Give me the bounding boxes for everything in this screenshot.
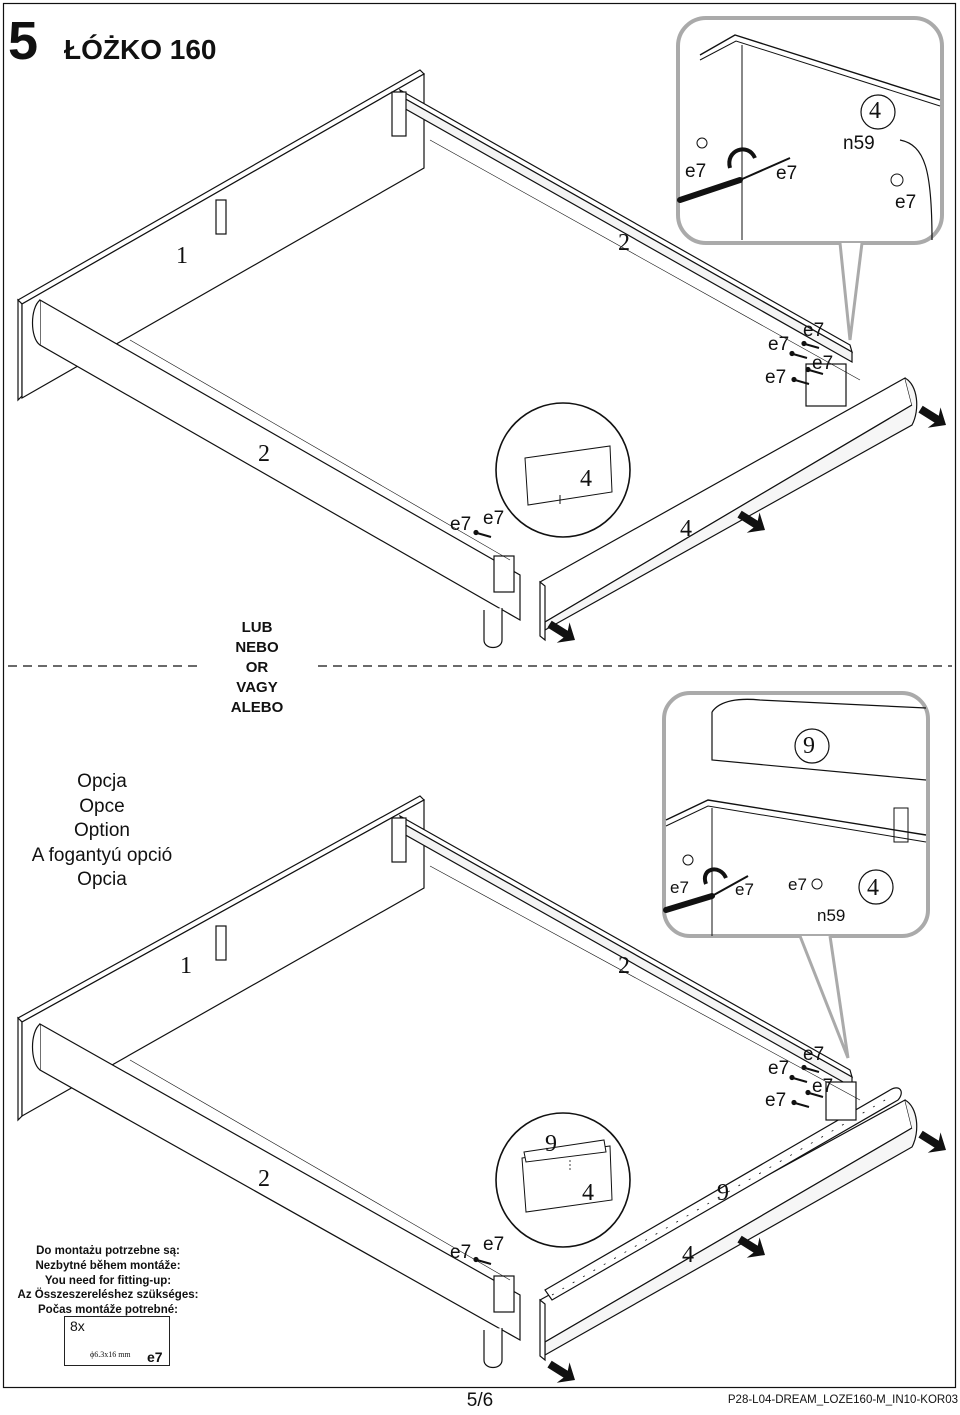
nut-label: n59 (817, 906, 846, 925)
screw-label: e7 (483, 1234, 505, 1255)
part-4-label: 4 (869, 98, 881, 124)
nut-label: n59 (843, 133, 875, 154)
part-2-label: 2 (618, 230, 630, 256)
part-2-label: 2 (618, 953, 630, 979)
detail-magnifier-bottom (495, 1112, 631, 1248)
screw-label: e7 (735, 880, 754, 899)
detail-magnifier-top (495, 402, 631, 538)
part-9-label: 9 (545, 1131, 557, 1157)
document-code: P28-L04-DREAM_LOZE160-M_IN10-KOR03 (727, 1394, 958, 1406)
screw-label: e7 (765, 367, 787, 388)
screw-label: e7 (895, 192, 917, 213)
screw-label: e7 (788, 875, 807, 894)
option-label: Opcja Opce Option A fogantyú opció Opcia (31, 771, 173, 890)
part-4-label: 4 (582, 1180, 594, 1206)
hardware-box (64, 1316, 170, 1366)
screw-label: e7 (765, 1090, 787, 1111)
hardware-quantity: 8x (70, 1318, 85, 1334)
part-1-label: 1 (176, 243, 188, 269)
screw-label: e7 (450, 1242, 472, 1263)
step-title: ŁÓŻKO 160 (64, 34, 217, 65)
page-number: 5/6 (466, 1390, 494, 1411)
screw-label: e7 (670, 878, 689, 897)
hardware-code: e7 (147, 1349, 163, 1365)
part-4-label: 4 (580, 466, 592, 492)
part-1-label: 1 (180, 953, 192, 979)
screw-label: e7 (768, 334, 790, 355)
detail-inset-bottom-right (662, 691, 930, 1059)
bed-frame-drawing-top (17, 69, 918, 649)
required-hardware-heading: Do montażu potrzebne są: Nezbytné během … (17, 1245, 199, 1317)
bed-frame-drawing-bottom (17, 795, 918, 1369)
part-4-label: 4 (867, 875, 879, 901)
screw-label: e7 (812, 1076, 834, 1097)
screw-label: e7 (776, 163, 798, 184)
detail-inset-top-right (676, 16, 944, 341)
screw-label: e7 (803, 1044, 825, 1065)
screw-label: e7 (768, 1058, 790, 1079)
part-2-label: 2 (258, 1166, 270, 1192)
screw-label: e7 (812, 353, 834, 374)
screw-label: e7 (450, 514, 472, 535)
part-9-label: 9 (803, 733, 815, 759)
part-9-label: 9 (717, 1180, 729, 1206)
part-2-label: 2 (258, 441, 270, 467)
screw-label: e7 (685, 161, 707, 182)
part-4-label: 4 (682, 1242, 694, 1268)
alternative-label: LUB NEBO OR VAGY ALEBO (230, 619, 284, 716)
screw-label: e7 (483, 508, 505, 529)
screw-label: e7 (803, 320, 825, 341)
hardware-dimension: ϕ6.3x16 mm (90, 1350, 131, 1359)
step-number: 5 (8, 11, 39, 71)
part-4-label: 4 (680, 516, 692, 542)
